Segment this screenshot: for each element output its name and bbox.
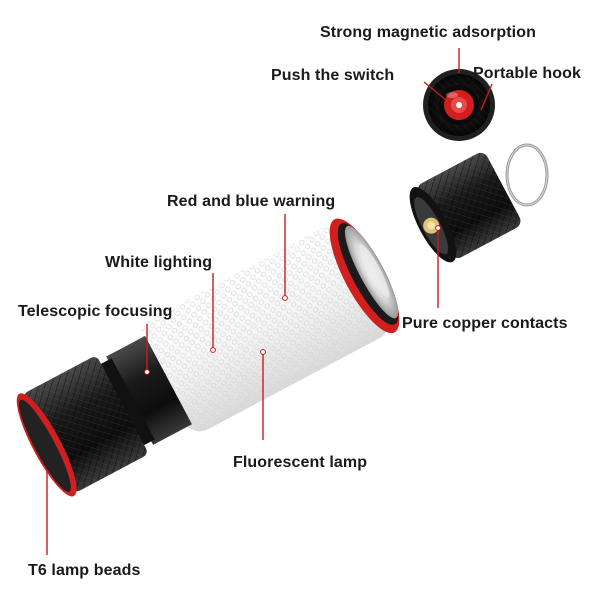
leader-lines <box>46 48 493 555</box>
label-red-and-blue-warning: Red and blue warning <box>167 193 336 210</box>
label-portable-hook: Portable hook <box>473 65 581 82</box>
label-push-the-switch: Push the switch <box>271 67 395 84</box>
switch-cap <box>423 69 495 141</box>
tail-cap <box>409 152 521 263</box>
label-fluorescent-lamp: Fluorescent lamp <box>233 454 368 471</box>
flashlight-body <box>16 218 400 497</box>
label-white-lighting: White lighting <box>105 254 213 271</box>
leader-dots <box>144 225 441 375</box>
label-t6-lamp-beads: T6 lamp beads <box>28 562 141 579</box>
label-telescopic-focusing: Telescopic focusing <box>18 303 173 320</box>
label-strong-magnetic-adsorption: Strong magnetic adsorption <box>320 24 536 41</box>
label-pure-copper-contacts: Pure copper contacts <box>402 315 568 332</box>
